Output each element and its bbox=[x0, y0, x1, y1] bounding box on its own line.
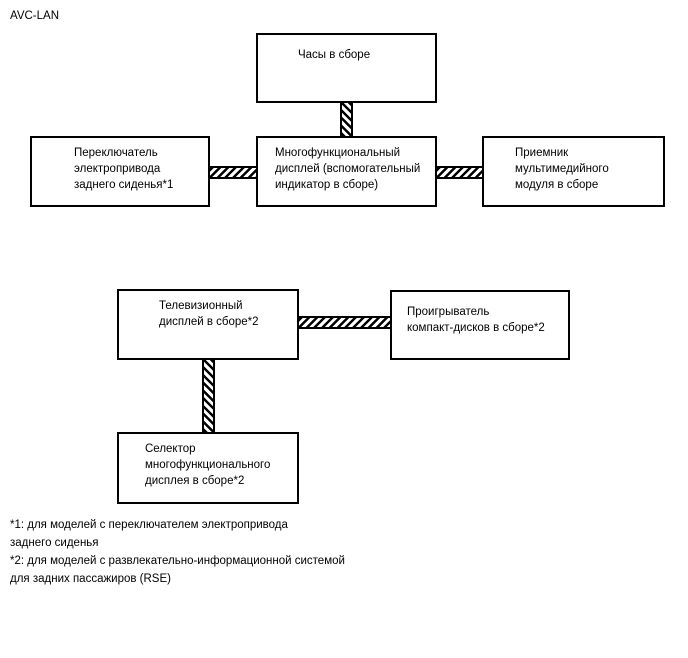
node-label: электропривода bbox=[74, 163, 161, 175]
node-label: многофункционального bbox=[145, 459, 271, 471]
node-television-display: Телевизионный дисплей в сборе*2 bbox=[117, 289, 299, 360]
connector-display-to-receiver bbox=[437, 166, 482, 179]
node-label: Переключатель bbox=[74, 147, 158, 159]
connector-tv-to-selector bbox=[202, 360, 215, 432]
footnote-2: *2: для моделей с развлекательно-информа… bbox=[10, 552, 345, 588]
node-label: Проигрыватель bbox=[407, 306, 490, 318]
node-label: дисплей в сборе*2 bbox=[159, 316, 259, 328]
footnote-1: *1: для моделей с переключателем электро… bbox=[10, 516, 288, 552]
connector-clock-to-display bbox=[340, 101, 353, 136]
diagram-title: AVC-LAN bbox=[10, 10, 59, 22]
node-label: компакт-дисков в сборе*2 bbox=[407, 322, 545, 334]
footnote-line: заднего сиденья bbox=[10, 537, 99, 549]
node-cd-player: Проигрыватель компакт-дисков в сборе*2 bbox=[390, 290, 570, 360]
node-label: дисплей (вспомогательный bbox=[275, 163, 421, 175]
connector-seat-switch-to-display bbox=[210, 166, 256, 179]
footnote-line: *2: для моделей с развлекательно-информа… bbox=[10, 555, 345, 567]
node-label: Многофункциональный bbox=[275, 147, 401, 159]
node-label: Часы в сборе bbox=[298, 49, 371, 61]
node-label: мультимедийного bbox=[515, 163, 609, 175]
node-label: индикатор в сборе) bbox=[275, 179, 379, 191]
node-multifunction-display-selector: Селектор многофункционального дисплея в … bbox=[117, 432, 299, 504]
node-clock-assembly: Часы в сборе bbox=[256, 33, 437, 103]
node-label: дисплея в сборе*2 bbox=[145, 475, 245, 487]
node-multimedia-module-receiver: Приемник мультимедийного модуля в сборе bbox=[482, 136, 665, 207]
node-rear-seat-power-switch: Переключатель электропривода заднего сид… bbox=[30, 136, 210, 207]
node-label: Приемник bbox=[515, 147, 569, 159]
node-label: Телевизионный bbox=[159, 300, 243, 312]
connector-tv-to-cd-player bbox=[299, 316, 390, 329]
footnote-line: для задних пассажиров (RSE) bbox=[10, 573, 171, 585]
footnote-line: *1: для моделей с переключателем электро… bbox=[10, 519, 288, 531]
node-label: модуля в сборе bbox=[515, 179, 599, 191]
node-multifunction-display: Многофункциональный дисплей (вспомогател… bbox=[256, 136, 437, 207]
node-label: заднего сиденья*1 bbox=[74, 179, 174, 191]
node-label: Селектор bbox=[145, 443, 196, 455]
